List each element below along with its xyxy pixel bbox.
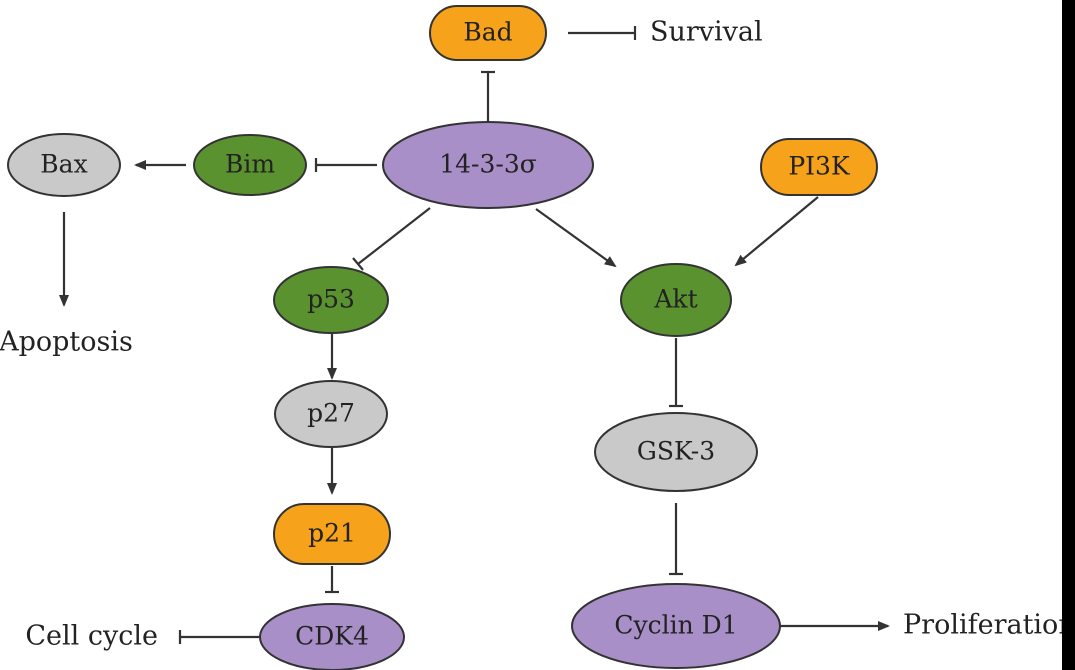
edge-sigma-inhibits-bim (314, 158, 377, 172)
node-pi3k-shape (760, 138, 878, 196)
node-p21-shape (273, 503, 391, 565)
right-edge-bar (1062, 0, 1075, 670)
node-cdk4-shape (259, 603, 405, 670)
node-gsk3-label: GSK-3 (637, 437, 715, 466)
node-pi3k-label: PI3K (788, 152, 851, 181)
node-p21-label: p21 (308, 519, 356, 548)
node-cyclin-d1-label: Cyclin D1 (614, 611, 737, 640)
node-p53: p53 (273, 266, 389, 334)
outcome-proliferation: Proliferation (903, 610, 1062, 641)
node-cdk4-label: CDK4 (295, 622, 369, 651)
node-cdk4: CDK4 (259, 603, 405, 670)
edges-layer (59, 26, 890, 644)
node-p53-label: p53 (307, 285, 355, 314)
node-bim: Bim (193, 134, 307, 196)
node-gsk3: GSK-3 (594, 412, 758, 492)
node-bax-label: Bax (40, 150, 87, 179)
edge-bad-inhibits-survival (568, 26, 637, 40)
node-bad-shape (429, 5, 547, 61)
node-p27-shape (274, 380, 388, 448)
edge-sigma-inhibits-bad (481, 70, 495, 122)
edge-cdk4-inhibits-cell-cycle (178, 630, 260, 644)
node-akt-shape (620, 263, 732, 337)
node-akt-label: Akt (653, 285, 697, 314)
node-14-3-3-sigma-label: 14-3-3σ (439, 150, 537, 179)
node-pi3k: PI3K (760, 138, 878, 196)
node-cyclin-d1-shape (571, 583, 781, 669)
outcomes-layer: Survival Apoptosis Cell cycle Proliferat… (0, 17, 1062, 652)
edge-gsk3-inhibits-cyclind1 (669, 503, 683, 576)
node-bax: Bax (7, 133, 121, 197)
edge-sigma-inhibits-p53 (352, 207, 431, 271)
node-bim-label: Bim (225, 150, 275, 179)
node-14-3-3-sigma: 14-3-3σ (382, 121, 594, 209)
nodes-layer: Bad 14-3-3σ Bim Bax PI3K p53 Akt p27 (7, 5, 878, 670)
node-akt: Akt (620, 263, 732, 337)
node-p27: p27 (274, 380, 388, 448)
edge-p21-inhibits-cdk4 (325, 566, 339, 594)
edge-sigma-activates-akt (535, 208, 617, 268)
edge-akt-inhibits-gsk3 (669, 338, 683, 408)
outcome-survival: Survival (650, 17, 763, 48)
node-p21: p21 (273, 503, 391, 565)
node-p27-label: p27 (307, 399, 355, 428)
node-bax-shape (7, 133, 121, 197)
node-p53-shape (273, 266, 389, 334)
node-bad-label: Bad (463, 18, 512, 47)
node-14-3-3-sigma-shape (382, 121, 594, 209)
node-bad: Bad (429, 5, 547, 61)
outcome-apoptosis: Apoptosis (0, 327, 133, 358)
node-bim-shape (193, 134, 307, 196)
node-gsk3-shape (594, 412, 758, 492)
edge-pi3k-activates-akt (734, 196, 819, 267)
outcome-cell-cycle: Cell cycle (25, 621, 158, 652)
node-cyclin-d1: Cyclin D1 (571, 583, 781, 669)
